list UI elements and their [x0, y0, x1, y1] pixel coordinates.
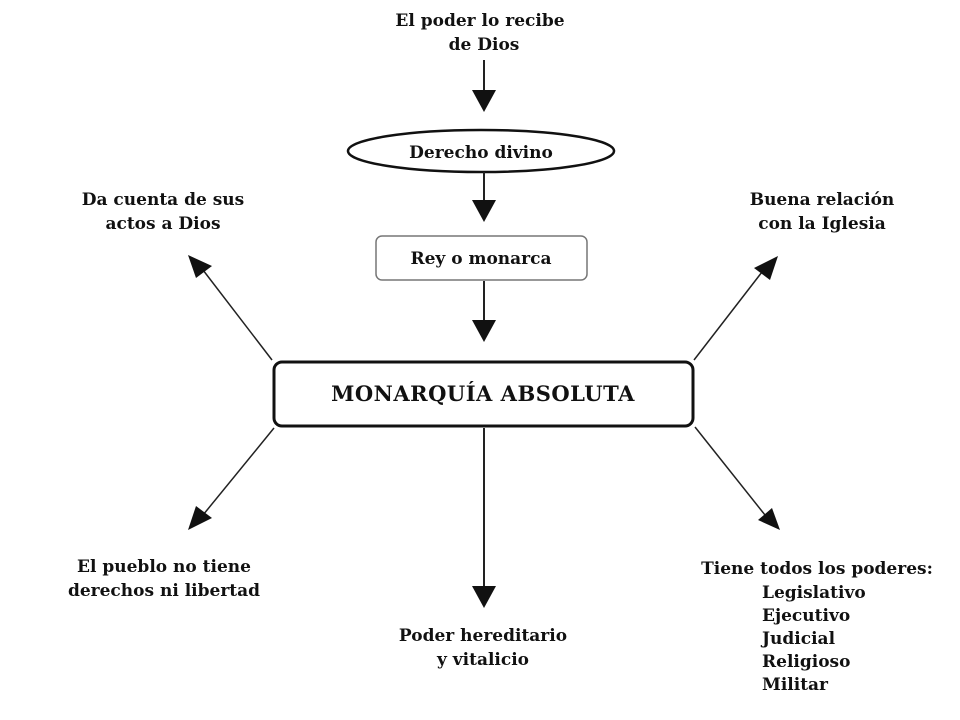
arrow-center-to-upper-right [693, 256, 778, 361]
upper-left-line-2: actos a Dios [105, 214, 220, 234]
power-item: Militar [762, 675, 829, 695]
upper-left-line-1: Da cuenta de sus [82, 190, 244, 210]
arrow-source-to-divine-right [472, 60, 496, 112]
divine-right-label: Derecho divino [409, 143, 553, 163]
king-box [375, 235, 588, 281]
arrow-center-to-bottom [472, 428, 496, 608]
center-box [272, 360, 695, 428]
lower-right-heading: Tiene todos los poderes: [701, 559, 933, 579]
power-item: Ejecutivo [762, 606, 850, 626]
arrow-king-to-center [472, 281, 496, 342]
node-top-source: El poder lo recibe de Dios [395, 11, 564, 55]
lower-left-line-1: El pueblo no tiene [77, 557, 251, 577]
top-source-line-1: El poder lo recibe [395, 11, 564, 31]
node-lower-left: El pueblo no tiene derechos ni libertad [68, 557, 260, 601]
node-center: MONARQUÍA ABSOLUTA [272, 360, 695, 428]
node-bottom: Poder hereditario y vitalicio [399, 626, 567, 670]
node-divine-right: Derecho divino [346, 128, 616, 174]
bottom-line-1: Poder hereditario [399, 626, 567, 646]
upper-right-line-1: Buena relación [750, 190, 895, 210]
top-source-line-2: de Dios [449, 35, 520, 55]
power-item: Religioso [762, 652, 850, 672]
node-upper-right: Buena relación con la Iglesia [750, 190, 895, 234]
bottom-line-2: y vitalicio [436, 650, 529, 670]
node-lower-right: Tiene todos los poderes: Legislativo Eje… [701, 559, 933, 695]
node-king: Rey o monarca [375, 235, 588, 281]
power-item: Legislativo [762, 583, 866, 603]
arrow-center-to-lower-right [694, 426, 780, 530]
divine-right-ellipse [346, 128, 616, 174]
arrow-center-to-upper-left [188, 255, 273, 361]
center-label: MONARQUÍA ABSOLUTA [331, 381, 635, 406]
arrow-divine-right-to-king [472, 172, 496, 222]
power-item: Judicial [760, 629, 836, 649]
upper-right-line-2: con la Iglesia [758, 214, 886, 234]
lower-left-line-2: derechos ni libertad [68, 581, 260, 601]
node-upper-left: Da cuenta de sus actos a Dios [82, 190, 244, 234]
king-label: Rey o monarca [410, 249, 551, 269]
arrow-center-to-lower-left [188, 427, 275, 530]
